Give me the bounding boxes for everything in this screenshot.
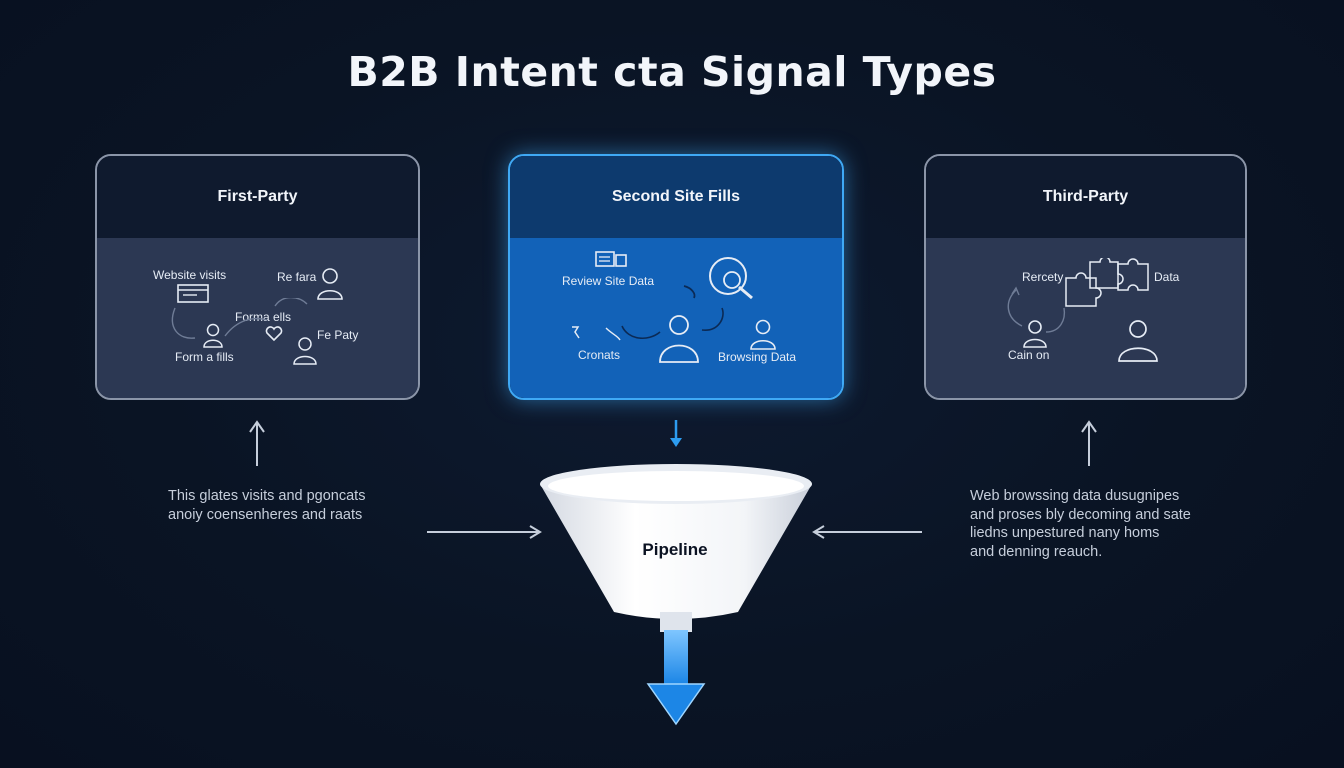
third-party-caption-line: Web browssing data dusugnipes: [970, 488, 1180, 504]
label-fe-paty: Fe Paty: [317, 328, 359, 342]
label-browsing-data: Browsing Data: [718, 350, 797, 364]
third-party-body: Rercety Data Cain on: [926, 238, 1245, 398]
user-icon-large: [659, 315, 699, 363]
pipeline-funnel: [540, 464, 812, 632]
small-person-icon: [572, 326, 580, 339]
third-party-caption-line: and proses bly decoming and sate: [970, 506, 1191, 523]
puzzle-pieces-icon: [1065, 258, 1149, 307]
browser-window-icon: [177, 284, 209, 303]
label-form-a-fills: Form a fills: [175, 350, 234, 364]
third-party-caption-line: and denning reauch.: [970, 543, 1103, 560]
funnel-label: Pipeline: [642, 540, 708, 559]
label-forma-ells: Forma ells: [235, 310, 292, 324]
user-icon-cain: [1023, 320, 1047, 348]
magnifier-icon: [709, 257, 753, 300]
heart-icon: [265, 326, 283, 342]
label-review-site-data: Review Site Data: [562, 274, 655, 288]
up-arrow-right: [1081, 420, 1097, 466]
first-party-header: First-Party: [97, 156, 418, 238]
label-rercety: Rercety: [1022, 270, 1064, 284]
first-party-card: First-Party Website visits Re fara Forma…: [95, 154, 420, 400]
label-website-visits: Website visits: [153, 268, 227, 282]
flow-curves: [171, 298, 308, 339]
flow-curves-third: [1007, 286, 1066, 333]
down-arrow-center: [670, 420, 682, 447]
third-party-caption-line: liedns unpestured nany homs: [970, 525, 1160, 541]
user-icon: [317, 268, 343, 300]
second-site-card: Second Site Fills Review Site Data Crona…: [508, 154, 844, 400]
label-cronats: Cronats: [578, 348, 621, 362]
second-site-body: Review Site Data Cronats Browsing Data: [510, 238, 842, 398]
label-re-fara: Re fara: [277, 270, 317, 284]
first-party-caption-line: anoiy coensenheres and raats: [168, 506, 363, 523]
user-icon-2: [293, 337, 317, 365]
flow-curves-blue: [605, 285, 724, 341]
label-cain-on: Cain on: [1008, 348, 1050, 362]
third-party-card: Third-Party Rercety Data Cain on: [924, 154, 1247, 400]
left-arrow-right: [812, 525, 922, 539]
second-site-header: Second Site Fills: [510, 156, 842, 238]
right-arrow-left: [427, 525, 542, 539]
user-icon-browsing: [750, 319, 776, 350]
user-icon-third: [1118, 320, 1158, 362]
pipeline-output-arrow: [646, 630, 706, 726]
document-icon: [595, 251, 627, 267]
third-party-header: Third-Party: [926, 156, 1245, 238]
first-party-caption-line: This glates visits and pgoncats: [168, 488, 366, 504]
up-arrow-left: [249, 420, 265, 466]
user-icon-small: [203, 323, 223, 348]
first-party-caption: This glates visits and pgoncats anoiy co…: [168, 487, 365, 524]
third-party-caption: Web browssing data dusugnipes and proses…: [970, 487, 1191, 561]
first-party-body: Website visits Re fara Forma ells Fe Pat…: [97, 238, 418, 398]
diagram-title: B2B Intent cta Signal Types: [347, 48, 997, 96]
label-data: Data: [1154, 270, 1180, 284]
